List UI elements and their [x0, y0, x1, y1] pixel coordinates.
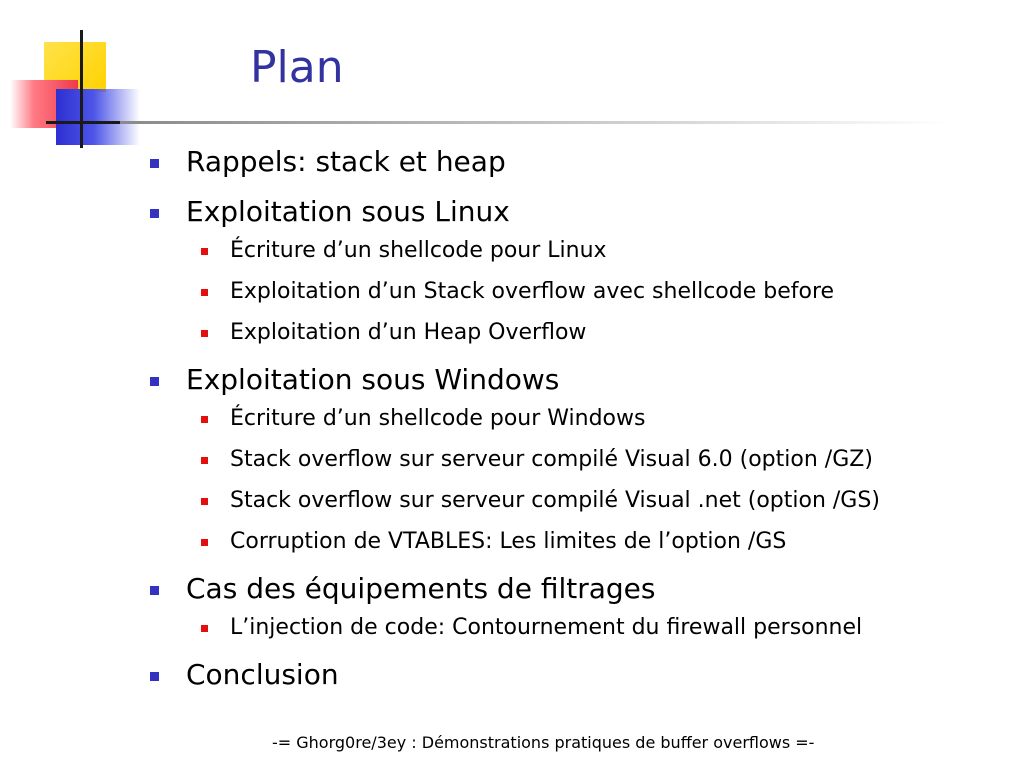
logo-vertical-line — [80, 30, 83, 148]
sub-bullet-text: Corruption de VTABLES: Les limites de l’… — [230, 529, 787, 554]
logo-blue-square — [56, 89, 140, 145]
square-bullet-icon — [150, 377, 159, 386]
bullet-text: Exploitation sous Windows — [186, 363, 560, 396]
sub-bullet-text: Exploitation d’un Stack overflow avec sh… — [230, 279, 835, 304]
title-divider — [120, 121, 950, 124]
bullet-item: Conclusion — [148, 657, 1008, 693]
bullet-list: Rappels: stack et heap Exploitation sous… — [148, 144, 1008, 707]
square-bullet-icon — [201, 539, 208, 546]
sub-bullet-text: Exploitation d’un Heap Overflow — [230, 320, 587, 345]
sub-bullet-item: Stack overflow sur serveur compilé Visua… — [148, 445, 1008, 475]
sub-bullet-item: Écriture d’un shellcode pour Windows — [148, 404, 1008, 434]
bullet-item: Rappels: stack et heap — [148, 144, 1008, 180]
square-bullet-icon — [150, 586, 159, 595]
square-bullet-icon — [201, 498, 208, 505]
bullet-item: Exploitation sous Windows — [148, 362, 1008, 398]
square-bullet-icon — [150, 159, 159, 168]
square-bullet-icon — [150, 672, 159, 681]
sub-bullet-text: Stack overflow sur serveur compilé Visua… — [230, 447, 873, 472]
sub-bullet-text: L’injection de code: Contournement du fi… — [230, 615, 863, 640]
sub-bullet-list: Écriture d’un shellcode pour Windows Sta… — [148, 404, 1008, 557]
logo-horizontal-line — [46, 121, 136, 124]
square-bullet-icon — [201, 289, 208, 296]
sub-bullet-list: Écriture d’un shellcode pour Linux Explo… — [148, 236, 1008, 348]
square-bullet-icon — [201, 248, 208, 255]
bullet-item: Exploitation sous Linux — [148, 194, 1008, 230]
slide-title: Plan — [250, 42, 344, 93]
sub-bullet-item: Exploitation d’un Heap Overflow — [148, 318, 1008, 348]
sub-bullet-item: Stack overflow sur serveur compilé Visua… — [148, 486, 1008, 516]
square-bullet-icon — [150, 209, 159, 218]
sub-bullet-item: Écriture d’un shellcode pour Linux — [148, 236, 1008, 266]
square-bullet-icon — [201, 457, 208, 464]
square-bullet-icon — [201, 416, 208, 423]
sub-bullet-text: Écriture d’un shellcode pour Linux — [230, 238, 607, 263]
square-bullet-icon — [201, 625, 208, 632]
sub-bullet-item: Corruption de VTABLES: Les limites de l’… — [148, 527, 1008, 557]
bullet-text: Conclusion — [186, 658, 339, 691]
bullet-item: Cas des équipements de filtrages — [148, 571, 1008, 607]
bullet-text: Cas des équipements de filtrages — [186, 572, 656, 605]
slide-footer: -= Ghorg0re/3ey : Démonstrations pratiqu… — [272, 733, 815, 752]
sub-bullet-list: L’injection de code: Contournement du fi… — [148, 613, 1008, 643]
sub-bullet-item: Exploitation d’un Stack overflow avec sh… — [148, 277, 1008, 307]
square-bullet-icon — [201, 330, 208, 337]
sub-bullet-text: Stack overflow sur serveur compilé Visua… — [230, 488, 880, 513]
bullet-text: Exploitation sous Linux — [186, 195, 510, 228]
bullet-text: Rappels: stack et heap — [186, 145, 506, 178]
sub-bullet-text: Écriture d’un shellcode pour Windows — [230, 406, 646, 431]
decorative-logo-icon — [0, 0, 140, 150]
sub-bullet-item: L’injection de code: Contournement du fi… — [148, 613, 1008, 643]
